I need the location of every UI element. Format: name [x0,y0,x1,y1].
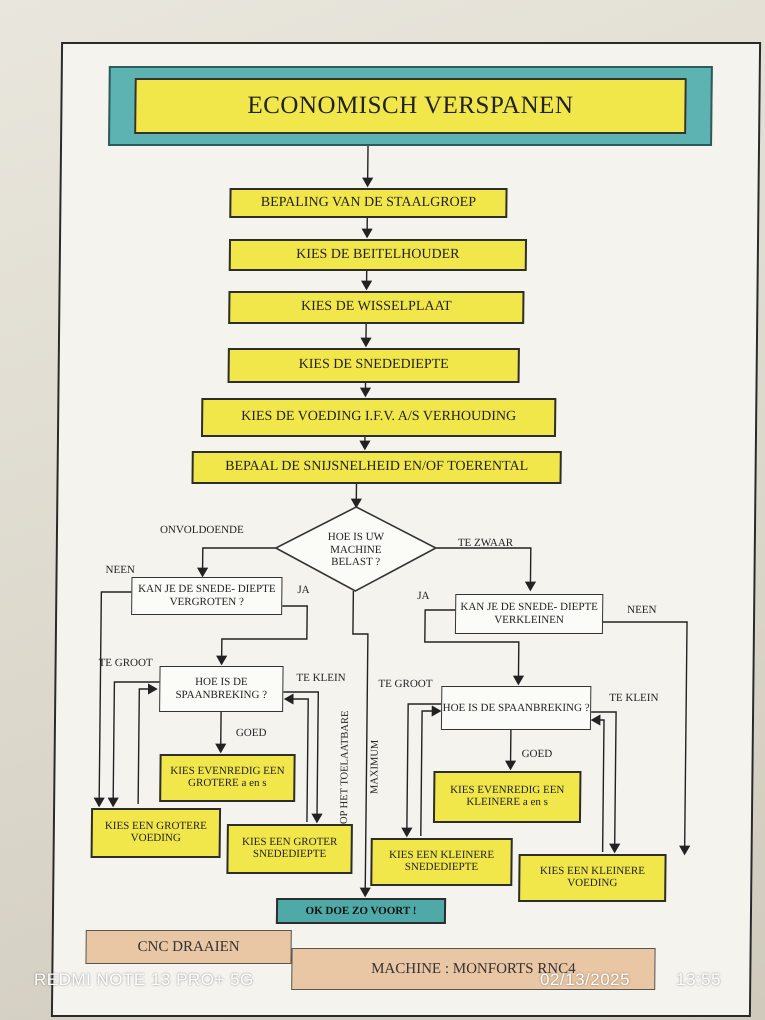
ok-continue-box: OK DOE ZO VOORT ! [275,898,447,924]
decision-load-text: HOE IS UW MACHINE BELAST ? [327,531,385,569]
label-right-te-groot: TE GROOT [378,678,433,690]
label-left-ja: JA [297,584,310,596]
camera-device-watermark: REDMI NOTE 13 PRO+ 5G [34,970,254,989]
step-staalgroep: BEPALING VAN DE STAALGROEP [229,188,508,218]
connector-lines [93,146,691,898]
label-right-ja: JA [417,590,430,602]
camera-date-watermark: 02/13/2025 [540,970,631,989]
right-question-verkleinen: KAN JE DE SNEDE- DIEPTE VERKLEINEN [454,594,604,634]
step-beitelhouder: KIES DE BEITELHOUDER [228,239,528,271]
label-right-neen: NEEN [627,604,657,616]
label-toelaatbare: OP HET TOELAATBARE [338,710,352,824]
label-onvoldoende: ONVOLDOENDE [159,524,244,536]
left-snede-box: KIES EEN GROTER SNEDEDIEPTE [226,824,353,874]
label-maximum: MAXIMUM [369,739,381,794]
label-left-te-groot: TE GROOT [98,657,153,669]
left-voeding-box: KIES EEN GROTERE VOEDING [90,808,222,858]
label-left-neen: NEEN [105,564,135,576]
left-spaan-question: HOE IS DE SPAANBREKING ? [159,666,284,712]
right-snede-box: KIES EEN KLEINERE SNEDEDIEPTE [370,838,513,886]
left-goed-box: KIES EVENREDIG EEN GROTERE a en s [159,754,296,802]
label-te-zwaar: TE ZWAAR [457,537,514,549]
label-left-goed: GOED [235,727,267,739]
right-goed-box: KIES EVENREDIG EEN KLEINERE a en s [432,771,582,823]
right-voeding-box: KIES EEN KLEINERE VOEDING [518,854,667,902]
flowchart-poster: ECONOMISCH VERSPANEN [50,42,762,1017]
right-spaan-question: HOE IS DE SPAANBREKING ? [440,686,592,730]
label-right-goed: GOED [521,748,553,760]
step-snedediepte: KIES DE SNEDEDIEPTE [227,348,520,383]
footer-cnc-draaien: CNC DRAAIEN [85,930,292,964]
step-snijsnelheid: BEPAAL DE SNIJSNELHEID EN/OF TOERENTAL [191,451,562,484]
step-wisselplaat: KIES DE WISSELPLAAT [228,291,525,324]
left-question-vergroten: KAN JE DE SNEDE- DIEPTE VERGROTEN ? [131,577,283,615]
camera-time-watermark: 13:55 [676,970,722,989]
label-right-te-klein: TE KLEIN [609,692,659,704]
step-voeding: KIES DE VOEDING I.F.V. A/S VERHOUDING [200,398,557,437]
label-left-te-klein: TE KLEIN [296,672,346,684]
